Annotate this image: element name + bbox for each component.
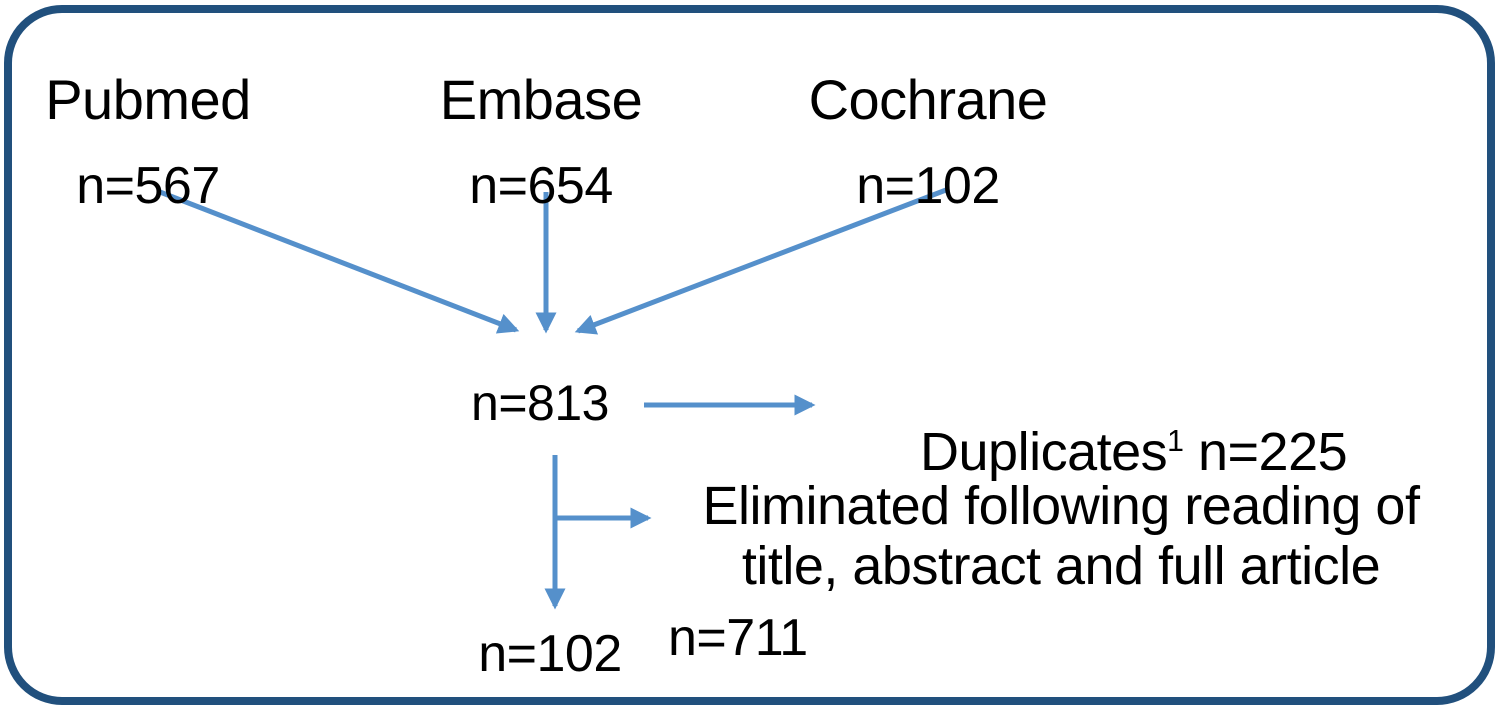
- arrow-cochrane-to-combined: [574, 187, 947, 335]
- exclusion-duplicates-space: [1183, 422, 1198, 482]
- source-label-cochrane: Cochrane: [808, 67, 1048, 131]
- exclusion-duplicates: Duplicates1 n=225: [862, 370, 1348, 535]
- source-label-pubmed: Pubmed: [45, 67, 251, 131]
- exclusion-eliminated-label: Eliminated following reading of title, a…: [702, 476, 1420, 597]
- exclusion-duplicates-count: n=225: [1197, 422, 1348, 483]
- arrow-pubmed-to-combined: [159, 189, 520, 334]
- exclusion-duplicates-label: Duplicates: [920, 422, 1168, 483]
- source-node-embase: Embase n=654: [412, 38, 670, 246]
- exclusion-eliminated-count: n=711: [668, 609, 808, 667]
- total-records-count: n=813: [471, 375, 609, 431]
- source-count-embase: n=654: [469, 157, 613, 216]
- source-count-pubmed: n=567: [76, 157, 220, 216]
- included-studies-count: n=102: [478, 625, 622, 683]
- source-node-cochrane: Cochrane n=102: [792, 38, 1064, 246]
- source-node-pubmed: Pubmed n=567: [18, 38, 278, 246]
- source-count-cochrane: n=102: [856, 157, 1000, 216]
- exclusion-duplicates-footnote: 1: [1167, 425, 1184, 459]
- source-label-embase: Embase: [439, 67, 643, 131]
